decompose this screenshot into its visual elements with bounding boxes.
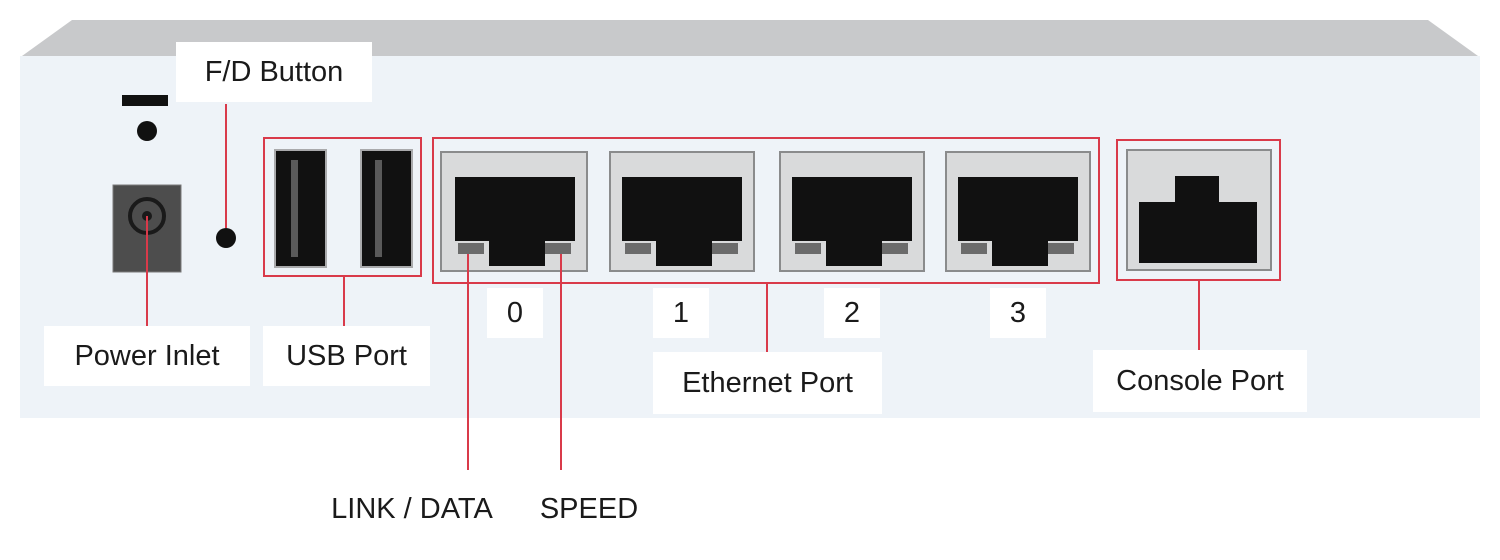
ethernet-number-0: 0 [487,288,543,338]
ethernet-port-2 [779,151,925,272]
ethernet-port-1 [609,151,755,272]
fd-button-hole [216,228,236,248]
fd-indicator-dot-icon [137,121,157,141]
link-data-label: LINK / DATA [331,492,493,525]
usb-port-label: USB Port [263,326,430,386]
ethernet-number-1: 1 [653,288,709,338]
link-data-led [458,243,484,254]
usb-callout-box [263,137,422,277]
speed-label: SPEED [539,492,639,525]
console-port-opening [1139,176,1257,263]
ethernet-number-3: 3 [990,288,1046,338]
usb-port-1-tongue [291,160,298,257]
fd-button-label: F/D Button [176,42,372,102]
ethernet-number-2: 2 [824,288,880,338]
chassis-top-face [22,20,1478,56]
ethernet-port-3 [945,151,1091,272]
usb-port-2-tongue [375,160,382,257]
fd-indicator-bar-icon [122,95,168,106]
console-port-label: Console Port [1093,350,1307,412]
usb-port-2 [360,149,413,268]
power-inlet-label: Power Inlet [44,326,250,386]
ethernet-port-0 [440,151,588,272]
usb-port-1 [274,149,327,268]
speed-led [545,243,571,254]
ethernet-port-label: Ethernet Port [653,352,882,414]
